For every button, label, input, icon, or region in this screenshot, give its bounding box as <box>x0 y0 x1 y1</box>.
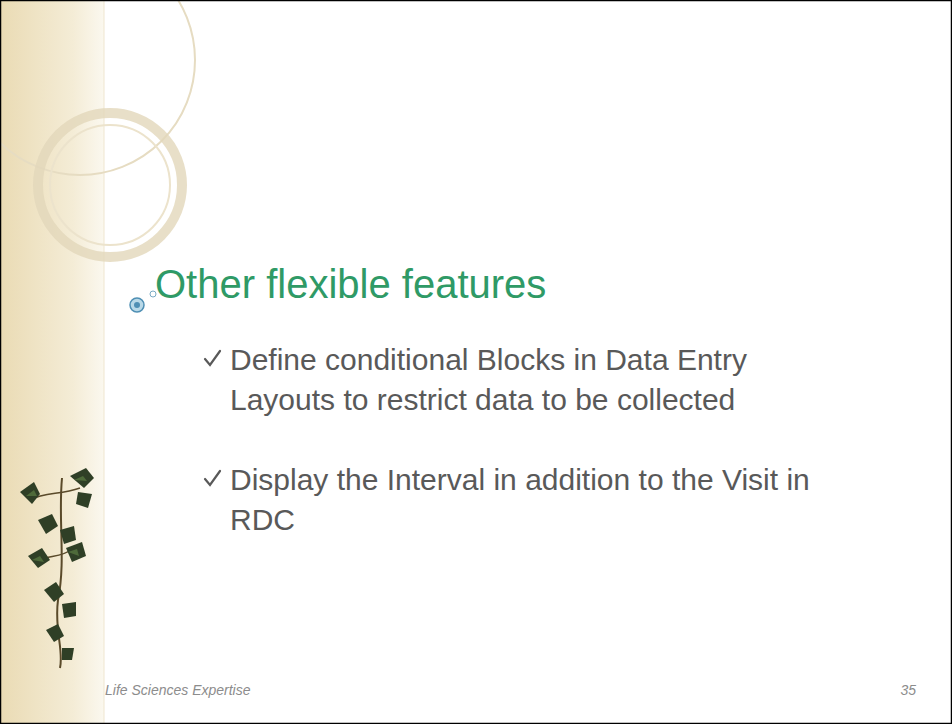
ivy-plant <box>20 468 94 668</box>
deco-ring <box>38 113 182 257</box>
side-band <box>0 0 104 724</box>
bullet-text: Display the Interval in addition to the … <box>230 460 840 540</box>
page-number: 35 <box>900 682 916 698</box>
footer-text: Life Sciences Expertise <box>105 682 251 698</box>
check-mark <box>205 351 220 485</box>
deco-circle <box>0 0 195 175</box>
title-dot <box>134 302 140 308</box>
title-dot <box>130 298 144 312</box>
bullet-text: Define conditional Blocks in Data Entry … <box>230 340 840 420</box>
deco-ring <box>50 125 170 245</box>
slide-title: Other flexible features <box>155 262 546 307</box>
